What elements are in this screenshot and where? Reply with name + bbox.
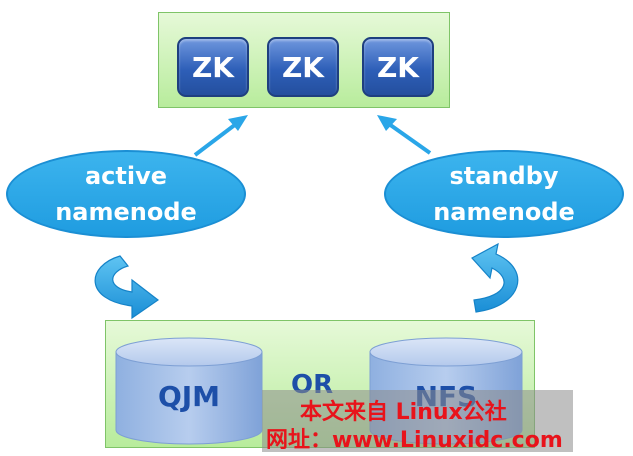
watermark-line2: 网址：www.Linuxidc.com — [266, 428, 563, 453]
zookeeper-cluster-box: ZK ZK ZK — [158, 12, 450, 108]
standby-namenode-line1: standby — [449, 162, 559, 190]
qjm-label: QJM — [157, 380, 221, 413]
arrow-active-to-zk — [193, 115, 248, 157]
zk-node-2: ZK — [267, 37, 339, 97]
standby-namenode: standby namenode — [384, 150, 624, 238]
curved-arrow-active-to-storage — [94, 255, 160, 320]
standby-namenode-line2: namenode — [433, 198, 575, 226]
zk-node-1: ZK — [177, 37, 249, 97]
zk-node-3: ZK — [362, 37, 434, 97]
active-namenode: active namenode — [6, 150, 246, 238]
arrow-standby-to-zk — [377, 115, 432, 155]
curved-arrow-storage-to-standby — [471, 242, 519, 313]
watermark-overlay: 本文来自 Linux公社 网址：www.Linuxidc.com — [262, 390, 573, 453]
watermark-line1: 本文来自 Linux公社 — [300, 400, 507, 425]
qjm-cylinder — [115, 337, 263, 445]
active-namenode-line2: namenode — [55, 198, 197, 226]
active-namenode-line1: active — [84, 162, 168, 190]
